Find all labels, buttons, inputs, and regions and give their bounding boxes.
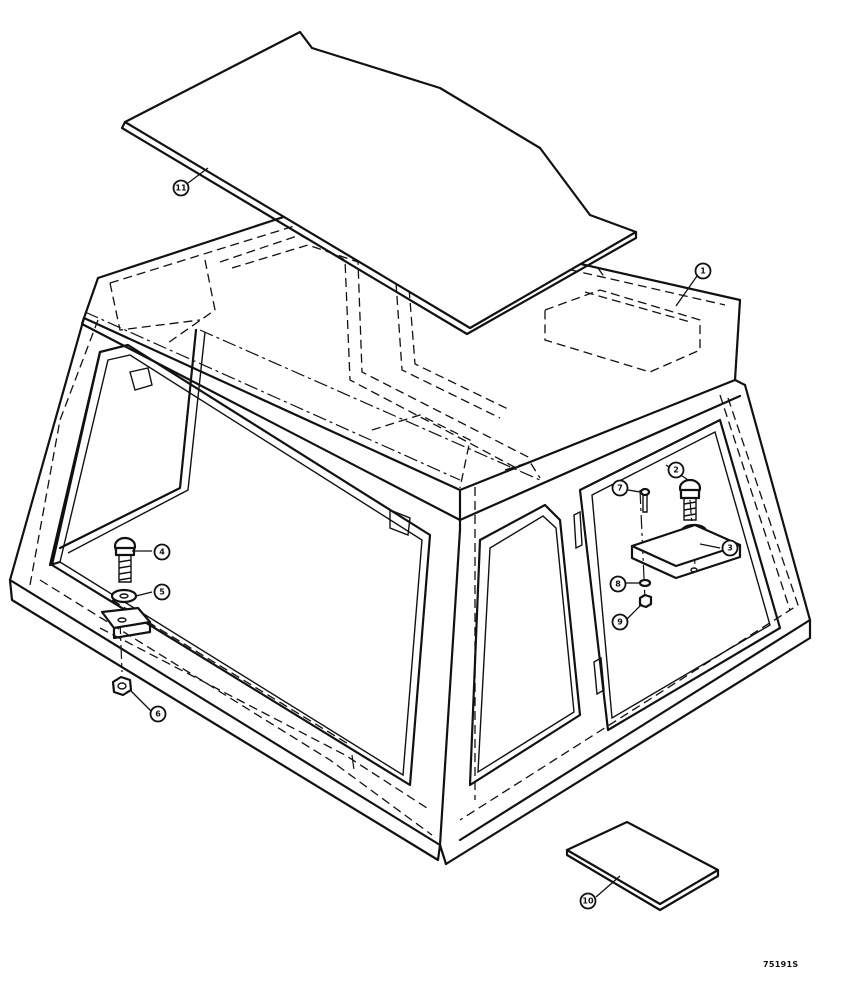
callout-2: 2 xyxy=(667,461,685,479)
svg-text:2: 2 xyxy=(673,466,679,475)
svg-text:4: 4 xyxy=(159,548,165,557)
callout-10: 10 xyxy=(579,892,597,910)
svg-text:9: 9 xyxy=(617,618,623,627)
cab-shell xyxy=(8,203,812,866)
svg-text:5: 5 xyxy=(159,588,165,597)
right-mount-hardware xyxy=(630,478,742,609)
callout-7: 7 xyxy=(611,479,629,497)
callout-1: 1 xyxy=(694,262,712,280)
callout-11: 11 xyxy=(172,179,190,197)
svg-text:1: 1 xyxy=(700,267,706,276)
floor-mat xyxy=(565,820,720,912)
svg-text:11: 11 xyxy=(175,184,187,193)
callout-4: 4 xyxy=(153,543,171,561)
callout-9: 9 xyxy=(611,613,629,631)
callout-8: 8 xyxy=(609,575,627,593)
callout-3: 3 xyxy=(721,539,739,557)
svg-text:6: 6 xyxy=(155,710,161,719)
figure-id-label: 75191S xyxy=(763,960,799,969)
svg-text:10: 10 xyxy=(582,897,594,906)
callout-6: 6 xyxy=(149,705,167,723)
callout-5: 5 xyxy=(153,583,171,601)
svg-text:7: 7 xyxy=(617,484,623,493)
svg-text:8: 8 xyxy=(615,580,621,589)
left-mount-hardware xyxy=(100,536,152,697)
svg-text:3: 3 xyxy=(727,544,733,553)
roof-mat xyxy=(120,30,638,336)
